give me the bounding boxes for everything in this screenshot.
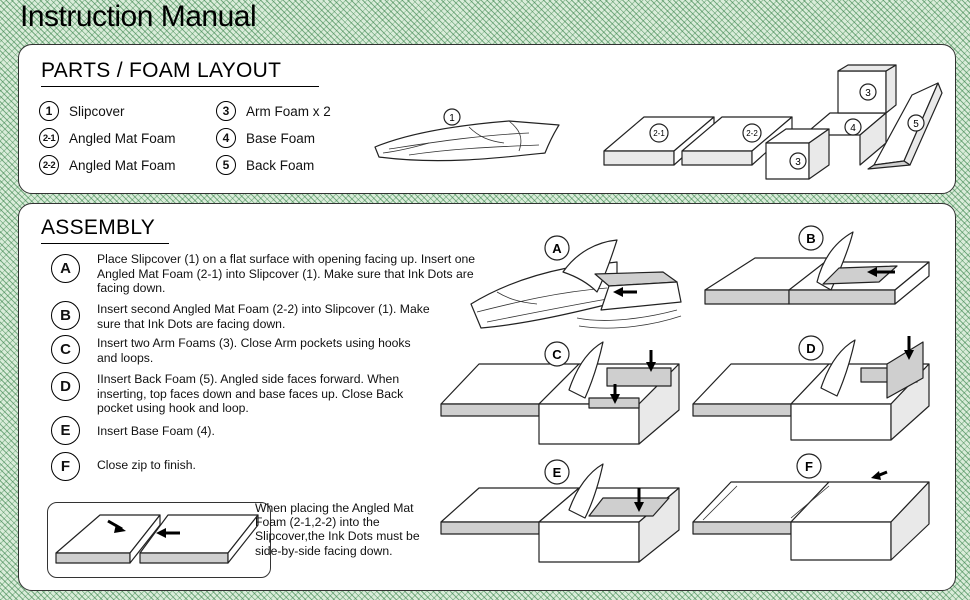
figure-c-illustration: C: [440, 341, 680, 445]
parts-panel: PARTS / FOAM LAYOUT 1 Slipcover 2-1 Angl…: [18, 44, 956, 194]
figure-e-illustration: E: [440, 459, 680, 563]
part-arm-foam: 3 Arm Foam x 2: [216, 101, 331, 121]
part-slipcover: 1 Slipcover: [39, 101, 125, 121]
figure-a-illustration: A: [470, 235, 682, 329]
step-f-badge: F: [51, 452, 80, 481]
base-diagram-label: 4: [850, 123, 856, 134]
arm-top-diagram-label: 3: [865, 88, 871, 99]
figure-b-label: B: [806, 231, 815, 246]
step-a-text: Place Slipcover (1) on a flat surface wi…: [97, 252, 476, 295]
step-b-badge: B: [51, 301, 80, 330]
step-e-badge: E: [51, 416, 80, 445]
assembly-panel: ASSEMBLY A Place Slipcover (1) on a flat…: [18, 203, 956, 591]
part-base-foam: 4 Base Foam: [216, 128, 315, 148]
part-angled-mat-1: 2-1 Angled Mat Foam: [39, 128, 176, 148]
part-label: Angled Mat Foam: [69, 157, 176, 173]
part-label: Arm Foam x 2: [246, 103, 331, 119]
figure-c-label: C: [552, 347, 562, 362]
figure-f-label: F: [805, 459, 813, 474]
step-a-badge: A: [51, 254, 80, 283]
foam-layout-illustration: 2-1 2-2 4 3 3 5: [603, 64, 943, 180]
step-f-text: Close zip to finish.: [97, 458, 196, 472]
page-title: Instruction Manual: [20, 0, 257, 33]
assembly-heading-text: ASSEMBLY: [41, 216, 156, 239]
figure-b-illustration: B: [704, 225, 930, 305]
step-b-text: Insert second Angled Mat Foam (2-2) into…: [97, 302, 430, 331]
part-badge: 3: [216, 101, 236, 121]
part-label: Angled Mat Foam: [69, 130, 176, 146]
ink-dots-note-box: [47, 502, 271, 578]
part-badge: 1: [39, 101, 59, 121]
ink-dots-illustration: [55, 514, 259, 564]
figure-f-illustration: F: [692, 453, 930, 561]
part-back-foam: 5 Back Foam: [216, 155, 314, 175]
mat1-diagram-label: 2-1: [653, 129, 665, 138]
step-c-text: Insert two Arm Foams (3). Close Arm pock…: [97, 336, 411, 365]
assembly-heading: ASSEMBLY: [41, 216, 169, 244]
part-badge: 5: [216, 155, 236, 175]
slipcover-diagram-label: 1: [449, 113, 455, 124]
part-badge: 4: [216, 128, 236, 148]
figure-d-illustration: D: [692, 335, 930, 441]
part-label: Slipcover: [69, 103, 125, 119]
arm-front-diagram-label: 3: [795, 157, 801, 168]
figure-d-label: D: [806, 341, 815, 356]
part-label: Base Foam: [246, 130, 316, 146]
part-angled-mat-2: 2-2 Angled Mat Foam: [39, 155, 176, 175]
parts-heading: PARTS / FOAM LAYOUT: [41, 59, 319, 87]
figure-e-label: E: [553, 465, 562, 480]
figure-a-label: A: [552, 241, 562, 256]
ink-dots-note-text: When placing the Angled Mat Foam (2-1,2-…: [255, 501, 420, 558]
slipcover-illustration: 1: [374, 108, 560, 162]
mat2-diagram-label: 2-2: [746, 129, 758, 138]
step-c-badge: C: [51, 335, 80, 364]
step-d-badge: D: [51, 372, 80, 401]
step-d-text: IInsert Back Foam (5). Angled side faces…: [97, 372, 404, 415]
part-badge: 2-2: [39, 155, 59, 175]
back-diagram-label: 5: [913, 119, 919, 130]
part-badge: 2-1: [39, 128, 59, 148]
step-e-text: Insert Base Foam (4).: [97, 424, 215, 438]
parts-heading-text: PARTS / FOAM LAYOUT: [41, 59, 282, 82]
part-label: Back Foam: [246, 157, 315, 173]
